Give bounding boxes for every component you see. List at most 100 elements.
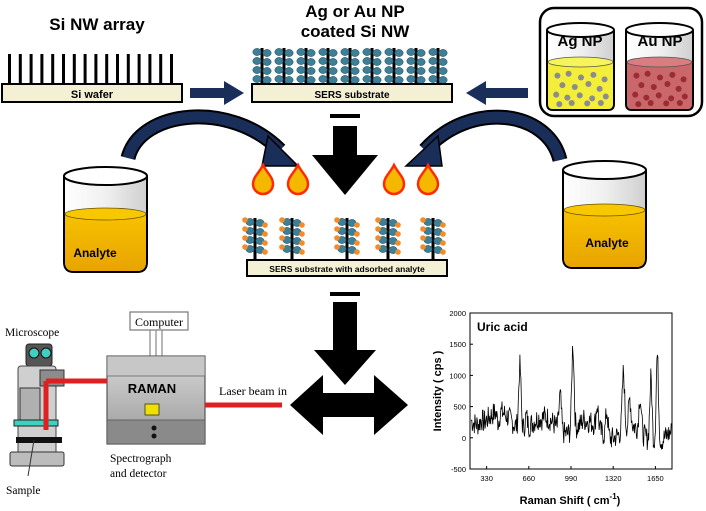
nanoparticle — [362, 66, 372, 74]
analyte-molecule — [279, 235, 285, 241]
spectrograph-line1: Spectrograph — [110, 453, 172, 465]
nanowire — [29, 54, 33, 84]
ag-particle — [596, 85, 603, 92]
analyte-molecule — [420, 226, 426, 232]
coated-nanowire — [348, 48, 352, 84]
analyte-molecule — [354, 240, 360, 246]
nanoparticle — [394, 49, 404, 57]
nanoparticle — [416, 76, 426, 84]
computer-label: Computer — [135, 315, 183, 329]
nanowire — [8, 54, 11, 84]
analyte-molecule — [262, 222, 268, 228]
nanoparticle — [262, 76, 272, 84]
au-particle — [663, 100, 670, 107]
au-np-beaker: Au NP — [625, 22, 694, 111]
y-tick-label: 1000 — [449, 371, 466, 380]
analyte-molecule — [420, 244, 426, 250]
si-wafer-label: Si wafer — [71, 89, 114, 101]
nanoparticle — [274, 66, 284, 74]
nanoparticle — [428, 75, 438, 83]
computer-box — [129, 311, 189, 331]
ag-particle — [578, 74, 584, 81]
coated-si-nw: Ag or Au NP coated Si NW SERS substrate — [251, 2, 453, 103]
ag-particle — [571, 84, 578, 90]
nanoparticle — [372, 76, 382, 84]
analyte-molecule — [242, 244, 248, 250]
nanoparticle — [406, 75, 416, 83]
y-tick-label: 500 — [453, 403, 466, 412]
si-nw-array: Si NW array Si wafer — [1, 15, 183, 103]
ag-particle — [565, 70, 572, 77]
nanowire — [18, 54, 22, 84]
x-tick-label: 1320 — [605, 474, 622, 483]
nanoparticle — [306, 49, 316, 57]
nanoparticle — [306, 67, 316, 75]
sers-substrate-label: SERS substrate — [314, 90, 389, 101]
nanoparticle — [394, 76, 404, 84]
nanoparticle — [274, 48, 284, 56]
nanoparticle — [350, 76, 360, 84]
coated-nanowire — [282, 48, 286, 84]
nanoparticle — [262, 67, 272, 75]
coated-nanowire — [386, 218, 390, 260]
nanowire — [83, 54, 87, 84]
nanoparticle — [438, 67, 448, 75]
analyte-molecule — [279, 226, 285, 232]
coated-title-line1: Ag or Au NP — [305, 2, 404, 21]
chart-ylabel: Intensity ( cps ) — [432, 350, 444, 431]
left-arrow-icon — [466, 81, 528, 105]
au-particle — [668, 95, 675, 102]
np-panel: Ag NP Au NP — [538, 6, 704, 118]
ag-particle — [553, 91, 560, 98]
ag-particle — [589, 95, 596, 102]
nanowire — [116, 54, 119, 84]
nanoparticle — [274, 75, 284, 83]
nanoparticle — [372, 49, 382, 57]
nanoparticle — [306, 76, 316, 84]
ag-np-beaker: Ag NP — [546, 22, 615, 111]
x-tick-label: 660 — [523, 474, 536, 483]
analyte-molecule — [299, 231, 305, 237]
analyte-molecule — [375, 226, 381, 232]
ag-np-label: Ag NP — [558, 33, 603, 50]
analyte-molecule — [334, 244, 340, 250]
nanoparticle — [284, 76, 294, 84]
analyte-molecule — [262, 240, 268, 246]
au-particle — [655, 92, 662, 99]
si-nw-array-title: Si NW array — [49, 15, 145, 34]
au-particle — [635, 101, 642, 108]
nanowire — [170, 54, 173, 84]
nanoparticle — [438, 58, 448, 66]
analyte-molecule — [262, 231, 268, 237]
ag-particle — [584, 100, 591, 107]
ag-particle — [556, 101, 563, 108]
ag-particle — [554, 72, 561, 79]
ag-particle — [576, 92, 583, 99]
au-particle — [638, 82, 645, 89]
nanowire — [40, 54, 44, 84]
nanoparticle — [384, 66, 394, 74]
coated-nanowire — [290, 218, 294, 260]
ag-particle — [585, 80, 592, 87]
nanoparticle — [296, 48, 306, 56]
nanoparticle — [252, 75, 262, 83]
nanoparticle — [284, 67, 294, 75]
au-particle — [681, 93, 688, 100]
nanowire — [72, 54, 76, 84]
nanoparticle — [284, 58, 294, 66]
coated-nanowire — [414, 48, 418, 84]
laser-label: Laser beam in — [219, 384, 287, 398]
x-tick-label: 990 — [565, 474, 578, 483]
droplet — [286, 162, 310, 196]
nanoparticle — [340, 66, 350, 74]
nanoparticle — [350, 58, 360, 66]
nanoparticle — [384, 75, 394, 83]
coated-nanowire — [326, 48, 330, 84]
analyte-molecule — [242, 217, 248, 223]
nanoparticle — [296, 75, 306, 83]
au-np-label: Au NP — [638, 33, 683, 50]
analyte-right-label: Analyte — [585, 236, 629, 250]
analyte-left-label: Analyte — [73, 246, 117, 260]
